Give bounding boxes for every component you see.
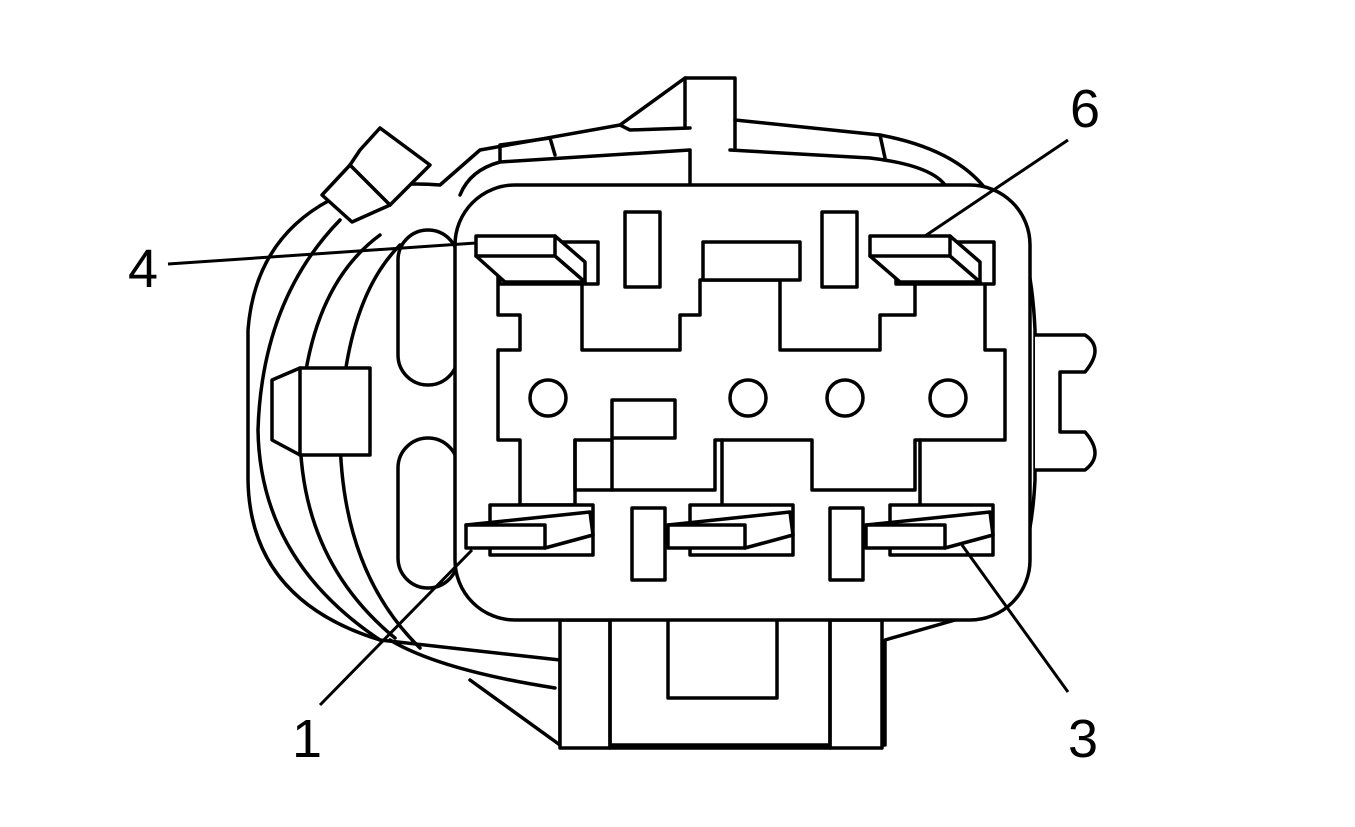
terminal-1 xyxy=(464,503,595,557)
terminal-4 xyxy=(474,234,600,286)
leader-line-1 xyxy=(318,548,474,707)
terminal-3 xyxy=(864,503,995,557)
terminal-6 xyxy=(868,234,996,286)
pin-label-4: 4 xyxy=(128,239,158,299)
terminal-2 xyxy=(666,503,795,557)
pin-label-6: 6 xyxy=(1070,79,1100,139)
leader-line-4 xyxy=(167,241,477,266)
leader-line-3 xyxy=(960,544,1070,693)
pin-label-1: 1 xyxy=(292,709,322,769)
pin-label-3: 3 xyxy=(1068,709,1098,769)
connector-face xyxy=(453,183,1032,622)
leader-line-6 xyxy=(924,138,1069,238)
